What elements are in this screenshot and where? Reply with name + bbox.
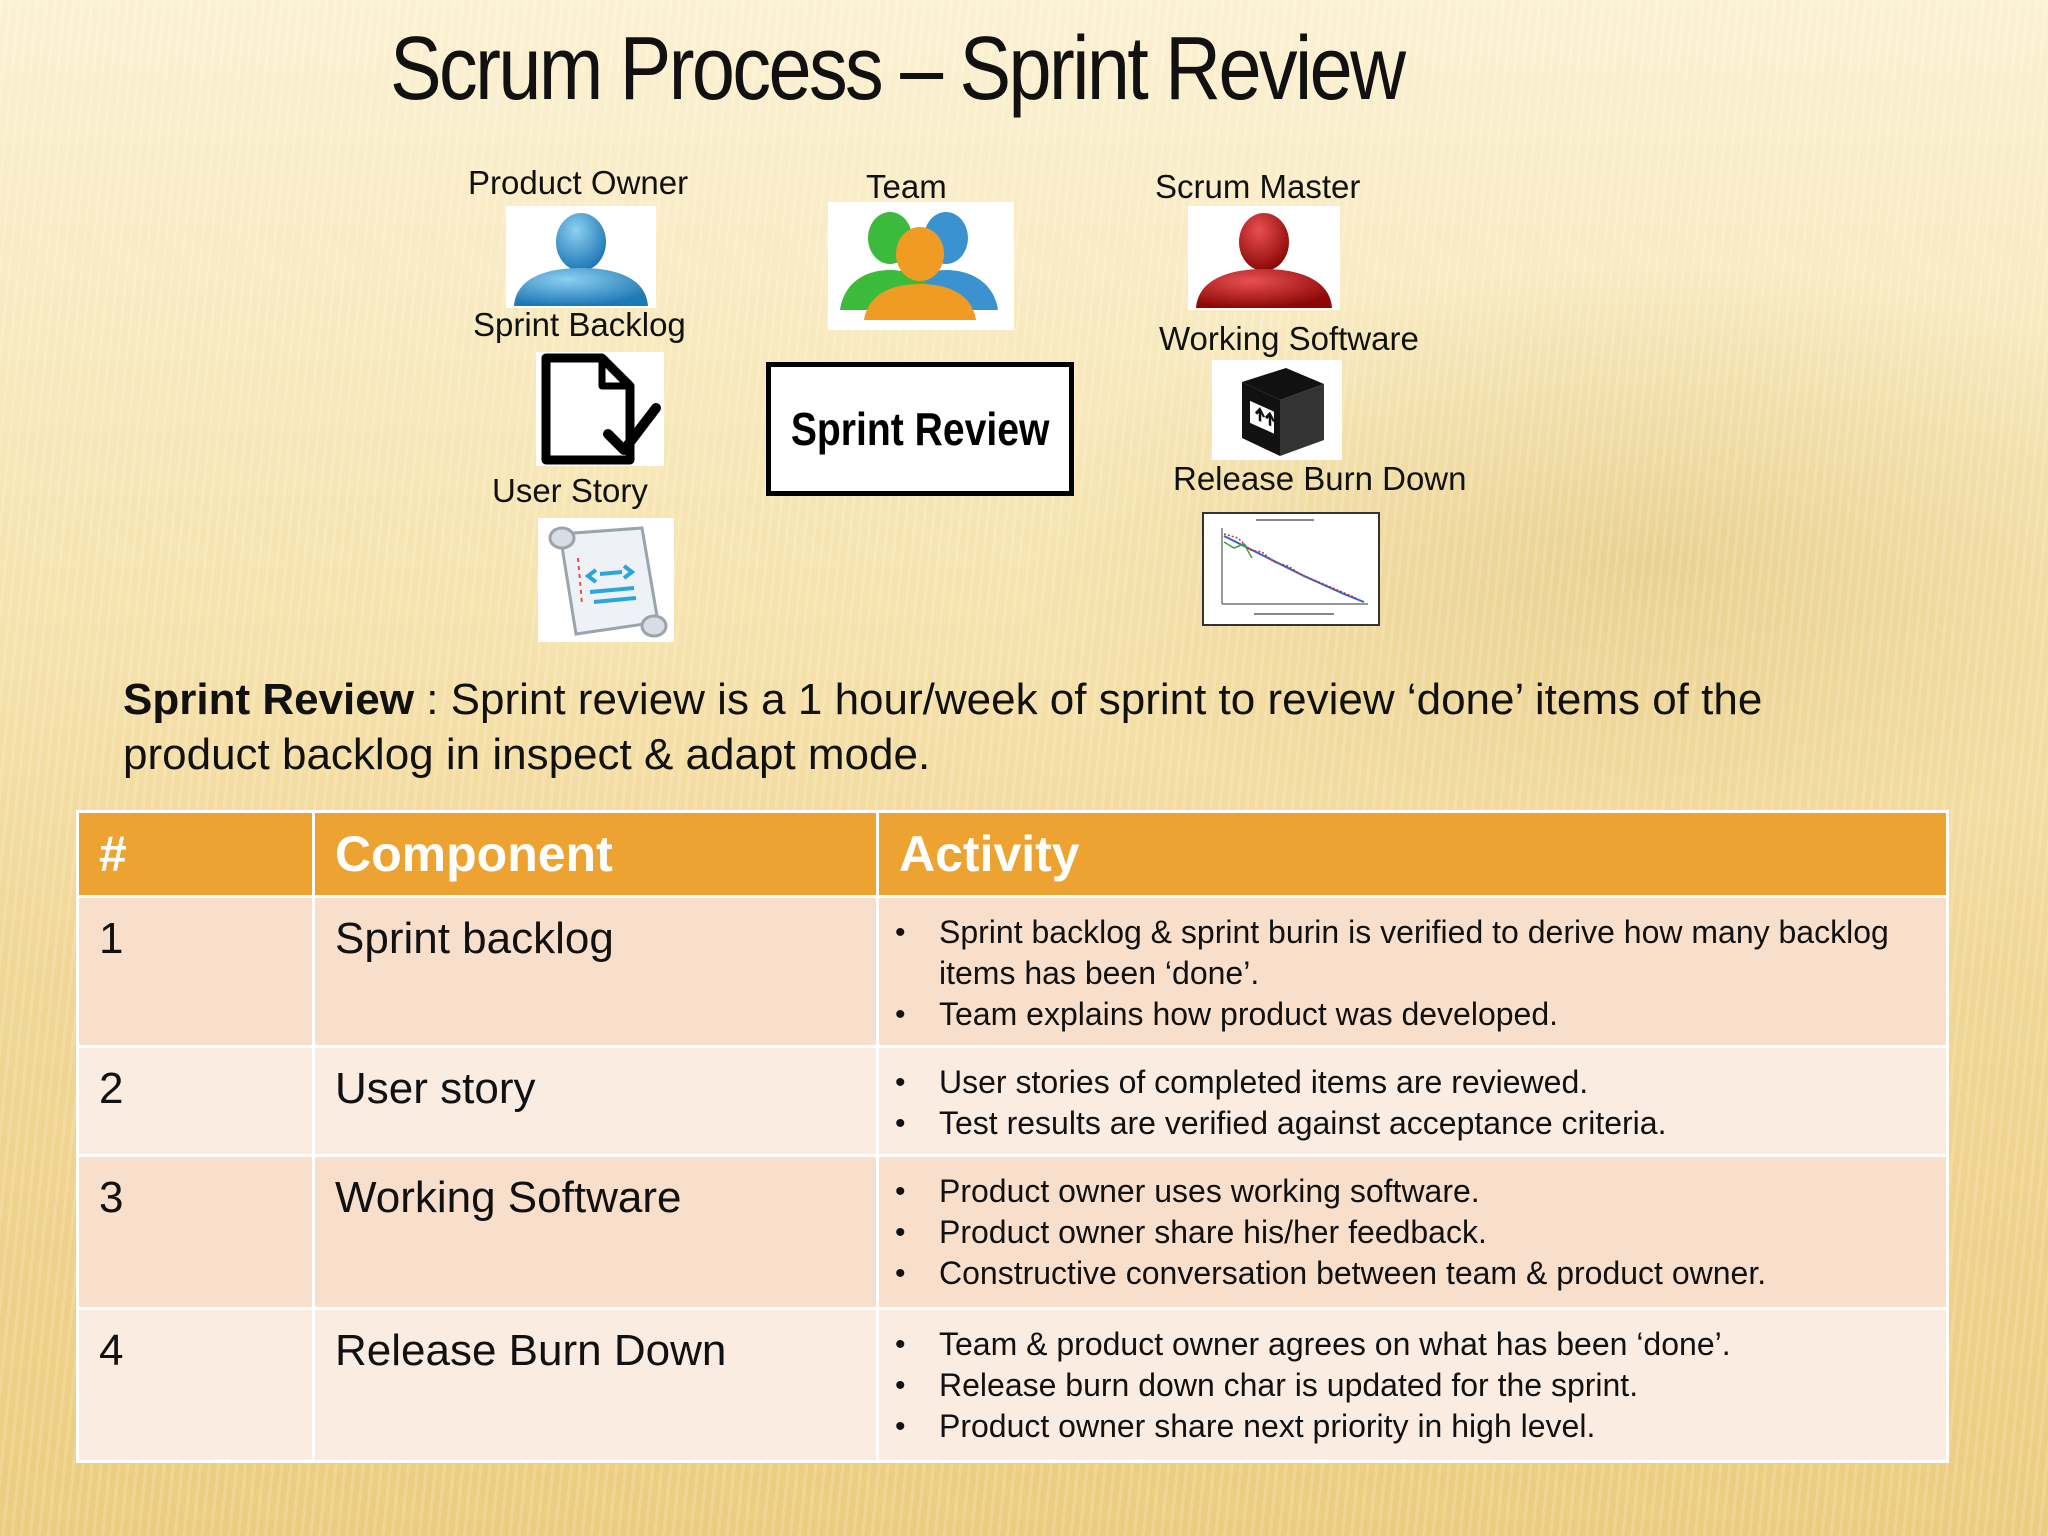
row-number: 3 — [76, 1154, 315, 1310]
row-component: Sprint backlog — [312, 895, 879, 1048]
row-activities: Sprint backlog & sprint burin is verifie… — [876, 895, 1949, 1048]
activity-item: Product owner share his/her feedback. — [895, 1212, 1926, 1253]
description-text: : Sprint review is a 1 hour/week of spri… — [123, 675, 1763, 779]
sprint-backlog-label: Sprint Backlog — [473, 306, 686, 343]
sprint-backlog-document-check-icon — [536, 352, 664, 466]
activity-item: Constructive conversation between team &… — [895, 1253, 1926, 1294]
row-component: Working Software — [312, 1154, 879, 1310]
table-row: 3 Working Software Product owner uses wo… — [76, 1154, 1949, 1310]
scrum-master-person-icon — [1188, 206, 1340, 310]
header-number: # — [76, 810, 315, 898]
team-group-icon — [828, 202, 1014, 330]
header-component: Component — [312, 810, 879, 898]
user-story-label: User Story — [492, 472, 648, 509]
table-row: 2 User story User stories of completed i… — [76, 1045, 1949, 1157]
activity-item: User stories of completed items are revi… — [895, 1062, 1926, 1103]
sprint-review-box: Sprint Review — [766, 362, 1074, 496]
table-header-row: # Component Activity — [76, 810, 1949, 898]
row-activities: Product owner uses working software. Pro… — [876, 1154, 1949, 1310]
activity-item: Product owner share next priority in hig… — [895, 1406, 1926, 1447]
user-story-scroll-icon — [538, 518, 674, 642]
header-activity: Activity — [876, 810, 1949, 898]
activity-item: Team explains how product was developed. — [895, 994, 1926, 1035]
team-label: Team — [866, 168, 947, 205]
page-title: Scrum Process – Sprint Review — [390, 19, 1406, 119]
product-owner-label: Product Owner — [468, 164, 689, 201]
activity-item: Product owner uses working software. — [895, 1171, 1926, 1212]
sprint-review-box-label: Sprint Review — [790, 403, 1050, 455]
activity-item: Sprint backlog & sprint burin is verifie… — [895, 912, 1926, 994]
row-activities: Team & product owner agrees on what has … — [876, 1307, 1949, 1463]
working-software-label: Working Software — [1159, 320, 1419, 357]
activity-item: Release burn down char is updated for th… — [895, 1365, 1926, 1406]
description-term: Sprint Review — [123, 675, 414, 724]
row-activities: User stories of completed items are revi… — [876, 1045, 1949, 1157]
scrum-master-label: Scrum Master — [1155, 168, 1361, 205]
product-owner-person-icon — [506, 206, 656, 308]
working-software-package-box-icon — [1212, 360, 1342, 460]
table-row: 1 Sprint backlog Sprint backlog & sprint… — [76, 895, 1949, 1048]
row-component: User story — [312, 1045, 879, 1157]
release-burn-down-label: Release Burn Down — [1173, 460, 1467, 497]
table-row: 4 Release Burn Down Team & product owner… — [76, 1307, 1949, 1463]
sprint-review-table: # Component Activity 1 Sprint backlog Sp… — [76, 810, 1949, 1463]
activity-item: Team & product owner agrees on what has … — [895, 1324, 1926, 1365]
row-number: 4 — [76, 1307, 315, 1463]
activity-item: Test results are verified against accept… — [895, 1103, 1926, 1144]
row-number: 2 — [76, 1045, 315, 1157]
row-component: Release Burn Down — [312, 1307, 879, 1463]
row-number: 1 — [76, 895, 315, 1048]
sprint-review-description: Sprint Review : Sprint review is a 1 hou… — [123, 672, 1843, 782]
release-burn-down-chart-icon — [1202, 512, 1380, 626]
